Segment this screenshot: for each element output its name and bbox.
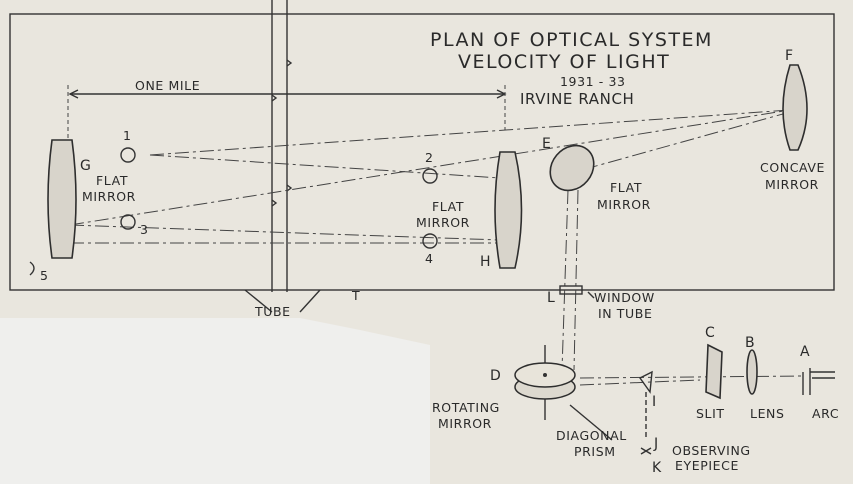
label-2: 2 xyxy=(425,150,434,165)
beam-horizontal-2 xyxy=(579,379,701,386)
label-eyepiece: EYEPIECE xyxy=(675,458,739,473)
lens xyxy=(746,349,758,395)
label-flat-e: FLAT xyxy=(610,180,642,195)
label-rotating-mirror: MIRROR xyxy=(438,416,492,431)
diagonal-prism xyxy=(638,370,653,394)
label-1: 1 xyxy=(123,128,132,143)
hole-5 xyxy=(29,261,35,276)
label-3: 3 xyxy=(140,222,149,237)
label-tube: TUBE xyxy=(254,304,291,319)
label-lens: LENS xyxy=(750,406,785,421)
beam-3-to-f xyxy=(69,109,791,226)
title-line-2: VELOCITY OF LIGHT xyxy=(458,51,670,73)
label-b: B xyxy=(745,335,755,351)
concave-mirror-f xyxy=(782,64,808,151)
beam-1-to-2 xyxy=(149,154,501,179)
hole-2 xyxy=(422,168,438,184)
label-k: K xyxy=(652,460,662,476)
title-line-1: PLAN OF OPTICAL SYSTEM xyxy=(430,29,713,51)
eyepiece-mark xyxy=(640,447,652,455)
window-in-tube xyxy=(559,285,583,295)
label-slit: SLIT xyxy=(696,406,725,421)
beam-e-to-f xyxy=(559,111,791,177)
hole-3 xyxy=(120,214,136,230)
prism-pointer xyxy=(569,404,613,441)
tube-outline xyxy=(9,13,835,291)
beam-horizontal xyxy=(579,375,806,379)
label-i: I xyxy=(652,394,656,410)
label-flat-g-mirror: MIRROR xyxy=(82,189,136,204)
label-window: WINDOW xyxy=(594,290,655,305)
label-t: T xyxy=(351,288,360,303)
title-line-4: IRVINE RANCH xyxy=(520,90,634,108)
label-flat-g: FLAT xyxy=(96,173,128,188)
label-f: F xyxy=(785,48,793,64)
beam-e-down xyxy=(561,189,569,371)
label-concave-mirror: MIRROR xyxy=(765,177,819,192)
window-pointer xyxy=(587,291,595,299)
tube-pointer-lines xyxy=(244,289,321,313)
label-prism: PRISM xyxy=(574,444,616,459)
title-line-3: 1931 - 33 xyxy=(560,74,626,89)
label-rotating: ROTATING xyxy=(432,400,500,415)
beam-3-to-4 xyxy=(69,224,501,241)
label-5: 5 xyxy=(40,268,49,283)
label-c: C xyxy=(705,325,715,341)
hole-4 xyxy=(422,233,438,249)
break-marks xyxy=(271,59,293,207)
label-e: E xyxy=(542,136,551,152)
beam-g-to-f-upper xyxy=(149,109,791,156)
rotating-mirror-hub xyxy=(543,373,547,377)
label-arc: ARC xyxy=(812,406,839,421)
label-concave: CONCAVE xyxy=(760,160,825,175)
label-diagonal: DIAGONAL xyxy=(556,428,627,443)
label-flat-e-mirror: MIRROR xyxy=(597,197,651,212)
arc-lamp xyxy=(802,368,835,395)
flat-mirror-h xyxy=(494,151,523,269)
one-mile-label: ONE MILE xyxy=(135,78,200,93)
label-observing: OBSERVING xyxy=(672,443,751,458)
flat-mirror-e xyxy=(549,144,595,192)
beam-e-down-2 xyxy=(573,189,579,371)
slit-plate xyxy=(705,343,723,400)
torn-blank-area xyxy=(0,318,430,484)
label-h: H xyxy=(480,254,491,270)
flat-mirror-g xyxy=(47,139,77,259)
label-j: J xyxy=(653,436,658,452)
hole-1 xyxy=(120,147,136,163)
label-4: 4 xyxy=(425,251,434,266)
label-a: A xyxy=(800,344,810,360)
label-in-tube: IN TUBE xyxy=(598,306,652,321)
label-flat-h: FLAT xyxy=(432,199,464,214)
label-l: L xyxy=(547,290,555,306)
label-d: D xyxy=(490,368,501,384)
label-flat-h-mirror: MIRROR xyxy=(416,215,470,230)
label-g: G xyxy=(80,158,91,174)
